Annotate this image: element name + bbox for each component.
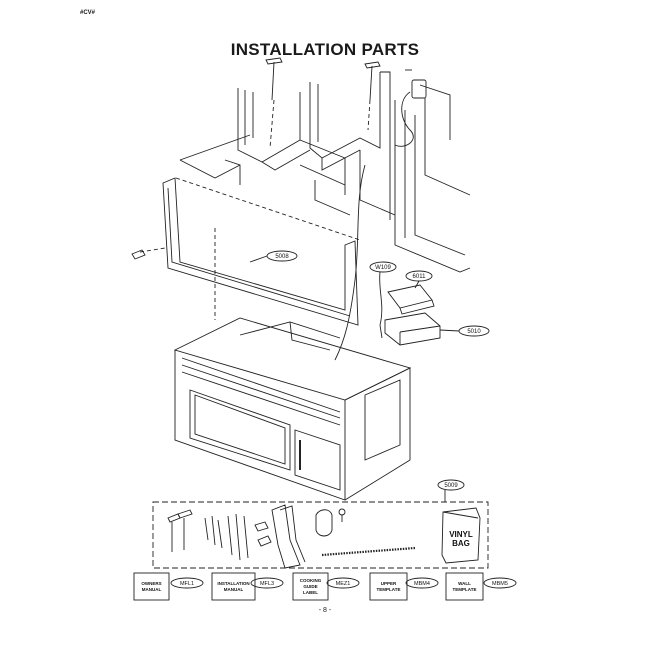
callout-6011: 6011 — [413, 274, 427, 280]
exhaust-adapter — [384, 312, 441, 346]
vent-damper — [387, 284, 435, 315]
page-number: - 8 - — [318, 607, 332, 614]
doc-owners-line1: OWNERS — [141, 581, 161, 586]
page-title: INSTALLATION PARTS — [230, 40, 420, 59]
doc-cooking-line3: LABEL — [303, 590, 318, 595]
doc-cooking-line2: GUIDE — [303, 584, 317, 589]
corner-code: #CV# — [80, 10, 96, 16]
upper-cabinet — [179, 71, 471, 273]
doc-upper-line2: TEMPLATE — [377, 587, 401, 592]
code-mbm4: MBM4 — [414, 581, 430, 587]
doc-cooking-line1: COOKING — [300, 578, 322, 583]
callout-w109: W109 — [375, 265, 391, 271]
callout-5008: 5008 — [275, 254, 289, 260]
vinyl-bag — [441, 507, 481, 564]
top-screws — [265, 57, 381, 149]
parts-kit-box — [152, 490, 489, 569]
bag-label-line1: VINYL — [449, 530, 473, 539]
callout-5009: 5009 — [444, 483, 458, 489]
code-mfl3: MFL3 — [260, 581, 274, 587]
microwave-oven — [173, 317, 412, 501]
doc-wall-line1: WALL — [458, 581, 471, 586]
doc-installation-line2: MANUAL — [224, 587, 244, 592]
code-mbm5: MBM5 — [492, 581, 508, 587]
screws-and-anchors — [167, 504, 416, 569]
bag-label-line2: BAG — [452, 539, 470, 548]
callout-5010: 5010 — [467, 329, 481, 335]
wire-w109 — [379, 271, 383, 339]
doc-owners-line2: MANUAL — [142, 587, 162, 592]
doc-wall-line2: TEMPLATE — [453, 587, 477, 592]
power-cord — [334, 69, 427, 361]
callout-ovals — [249, 250, 490, 491]
code-mfl1: MFL1 — [180, 581, 194, 587]
mounting-plate — [131, 177, 361, 326]
doc-upper-line1: UPPER — [381, 581, 397, 586]
doc-installation-line1: INSTALLATION — [217, 581, 249, 586]
code-ovals — [170, 577, 517, 589]
code-mez1: MEZ1 — [336, 581, 351, 587]
